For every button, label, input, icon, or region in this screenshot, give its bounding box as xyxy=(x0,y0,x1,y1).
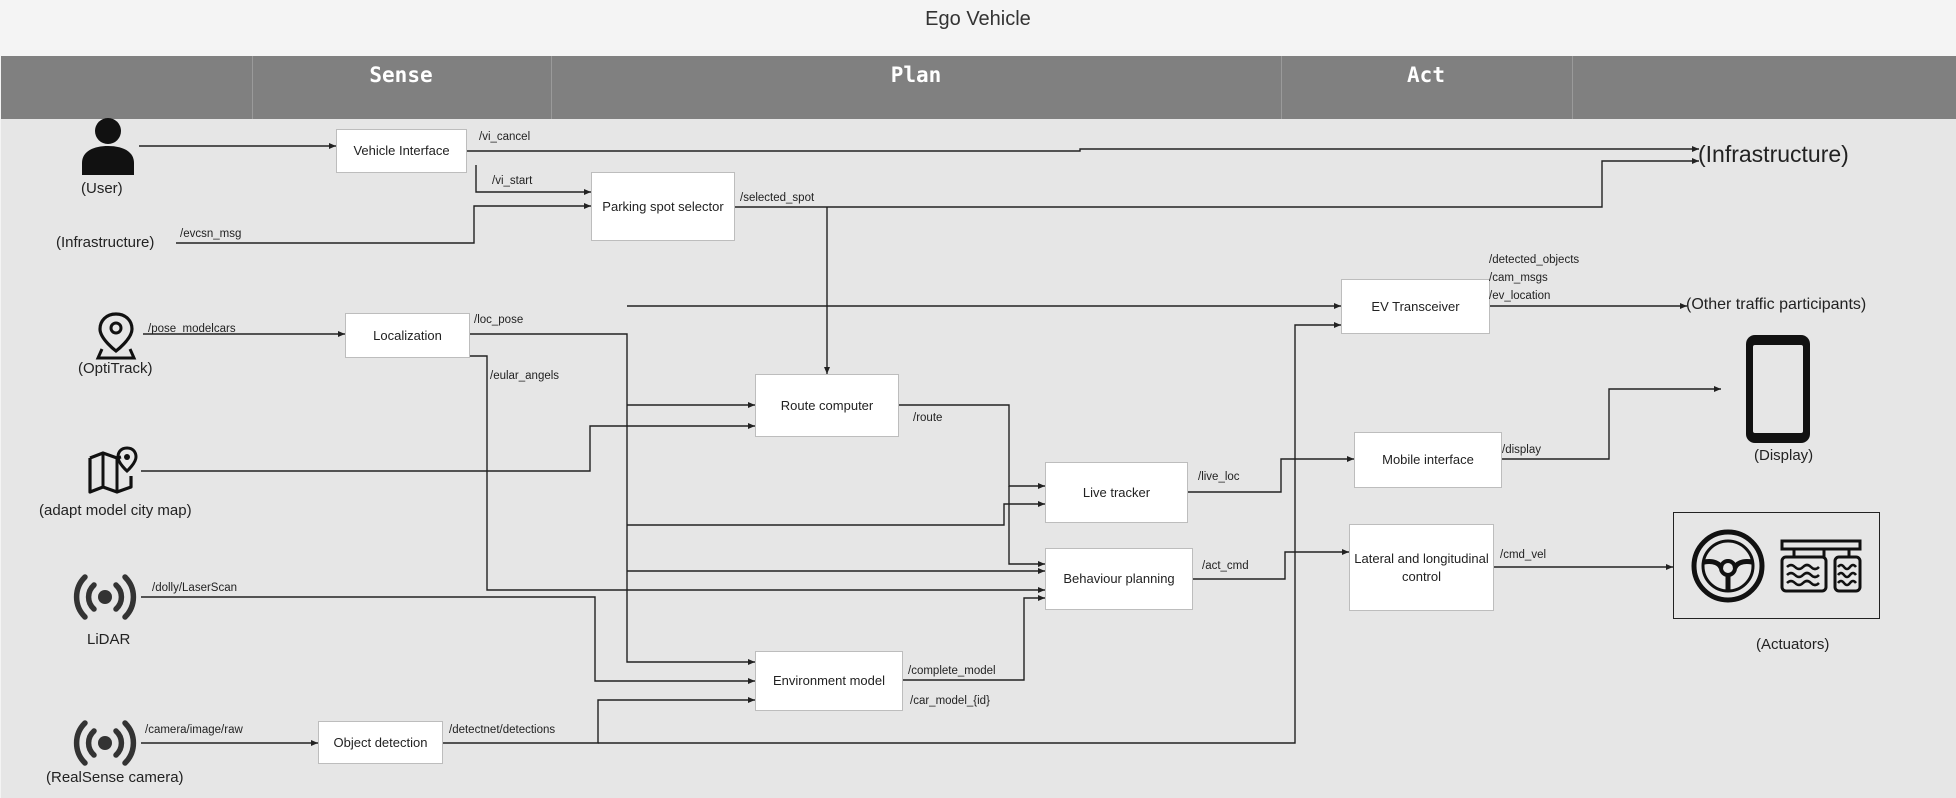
external-lidar-label: LiDAR xyxy=(87,631,131,648)
diagram-area xyxy=(1,119,1956,798)
sensor-broadcast-icon xyxy=(73,574,137,620)
actuators-frame xyxy=(1673,512,1880,619)
node-lateral-longitudinal-control[interactable]: Lateral and longitudinal control xyxy=(1349,524,1494,611)
edge-complete-model xyxy=(903,595,1045,681)
edge-detectnet-env xyxy=(443,697,755,744)
lane-label-sense: Sense xyxy=(369,63,433,87)
edge-live-loc xyxy=(1188,456,1354,493)
edge-map-route xyxy=(141,423,755,472)
edge-dolly-laserscan xyxy=(141,596,755,684)
external-city-map-label: (adapt model city map) xyxy=(39,502,192,519)
external-realsense-label: (RealSense camera) xyxy=(46,769,184,786)
smartphone-icon xyxy=(1746,335,1810,443)
pedals-icon xyxy=(1780,539,1862,593)
lane-divider xyxy=(252,56,253,119)
topic-label: /evcsn_msg xyxy=(180,228,242,240)
topic-label: /route xyxy=(913,412,943,424)
topic-label: /live_loc xyxy=(1198,471,1240,483)
topic-label: /vi_start xyxy=(492,175,533,187)
node-environment-model[interactable]: Environment model xyxy=(755,651,903,711)
map-pin-icon xyxy=(88,446,138,494)
node-live-tracker[interactable]: Live tracker xyxy=(1045,462,1188,523)
topic-label: /complete_model xyxy=(908,665,996,677)
topic-label: /cam_msgs xyxy=(1489,272,1548,284)
topic-label: /cmd_vel xyxy=(1500,549,1547,561)
lane-divider xyxy=(551,56,552,119)
node-ev-transceiver[interactable]: EV Transceiver xyxy=(1341,279,1490,334)
edge-evcsn-msg xyxy=(176,203,591,244)
external-infrastructure-out-label: (Infrastructure) xyxy=(1698,141,1849,167)
topic-label: /eular_angels xyxy=(490,370,560,382)
edge-loc-pose-trunk xyxy=(470,333,755,665)
person-icon xyxy=(82,118,134,175)
external-display-label: (Display) xyxy=(1754,447,1814,464)
external-user-label: (User) xyxy=(81,180,123,197)
node-mobile-interface[interactable]: Mobile interface xyxy=(1354,432,1502,488)
external-other-traffic-label: (Other traffic participants) xyxy=(1686,296,1867,313)
lane-label-plan: Plan xyxy=(890,63,942,87)
topic-label: /display xyxy=(1502,444,1541,456)
edge-vi-cancel xyxy=(467,146,1699,152)
edge-loc-pose-tracker xyxy=(627,501,1045,526)
topic-label: /selected_spot xyxy=(740,192,815,204)
edge-selected-spot-infra xyxy=(735,158,1699,208)
edge-vi-start xyxy=(475,165,591,195)
edge-route-behaviour xyxy=(1008,486,1045,567)
node-vehicle-interface[interactable]: Vehicle Interface xyxy=(336,129,467,173)
location-pin-icon xyxy=(95,312,137,360)
edge-display xyxy=(1497,386,1721,460)
topic-label: /car_model_{id} xyxy=(910,695,990,707)
topic-label: /vi_cancel xyxy=(479,131,531,143)
topic-label: /ev_location xyxy=(1489,290,1551,302)
lane-header-band xyxy=(1,56,1956,119)
node-parking-spot-selector[interactable]: Parking spot selector xyxy=(591,172,735,241)
lane-label-act: Act xyxy=(1407,63,1445,87)
lane-divider xyxy=(1281,56,1282,119)
topic-label: /detected_objects xyxy=(1489,254,1580,266)
edge-detectnet-ev xyxy=(598,322,1341,744)
edge-route xyxy=(899,404,1045,489)
topic-label: /pose_modelcars xyxy=(148,323,236,335)
diagram-title: Ego Vehicle xyxy=(925,8,1031,30)
node-behaviour-planning[interactable]: Behaviour planning xyxy=(1045,548,1193,610)
lane-divider xyxy=(1572,56,1573,119)
external-infrastructure-in-label: (Infrastructure) xyxy=(56,234,155,251)
topic-label: /dolly/LaserScan xyxy=(152,582,238,594)
edge-eular-angels xyxy=(470,355,1045,593)
sensor-broadcast-icon xyxy=(73,720,137,766)
topic-label: /detectnet/detections xyxy=(449,724,556,736)
edge-act-cmd xyxy=(1193,549,1349,580)
steering-wheel-icon xyxy=(1691,529,1765,603)
node-route-computer[interactable]: Route computer xyxy=(755,374,899,437)
node-object-detection[interactable]: Object detection xyxy=(318,721,443,764)
topic-label: /act_cmd xyxy=(1202,560,1249,572)
external-actuators-label: (Actuators) xyxy=(1756,636,1830,653)
topic-label: /loc_pose xyxy=(474,314,524,326)
topic-label: /camera/image/raw xyxy=(145,724,243,736)
external-optitrack-label: (OptiTrack) xyxy=(78,360,153,377)
node-localization[interactable]: Localization xyxy=(345,313,470,358)
